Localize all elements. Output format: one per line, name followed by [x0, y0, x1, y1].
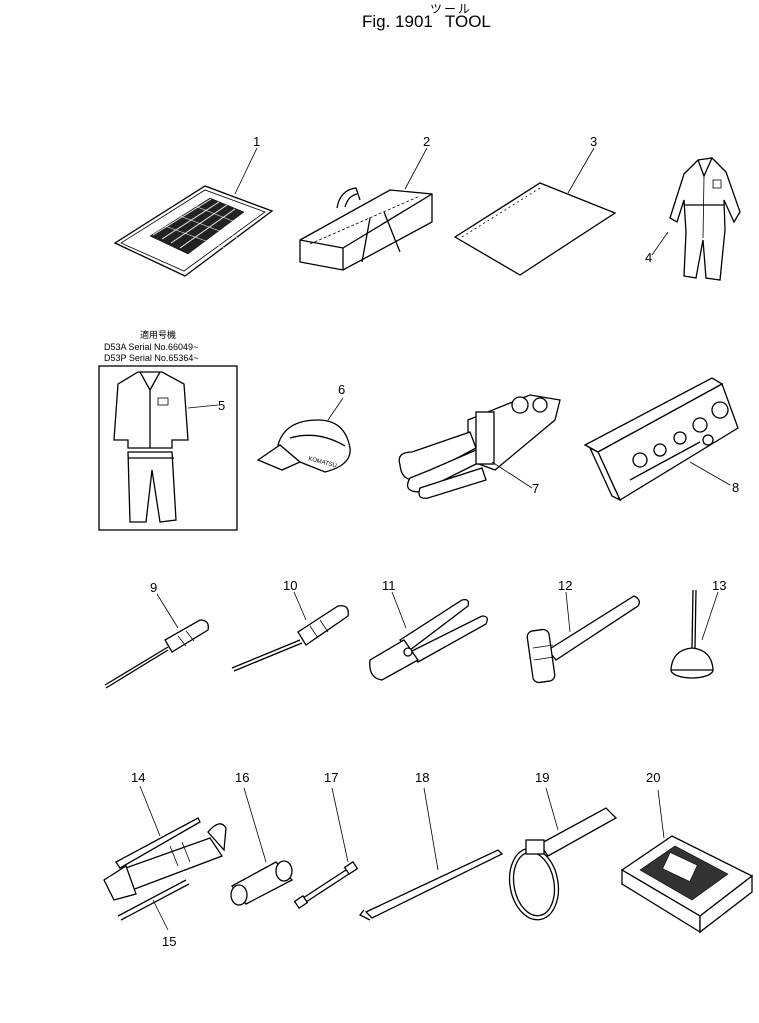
callout-17: 17: [324, 770, 338, 785]
part-16-socket[interactable]: [230, 860, 294, 906]
callout-2: 2: [423, 134, 430, 149]
callout-8: 8: [732, 480, 739, 495]
callout-15: 15: [162, 934, 176, 949]
callout-10: 10: [283, 578, 297, 593]
leader-7: [491, 461, 533, 489]
callout-16: 16: [235, 770, 249, 785]
japanese-title: ツール: [430, 2, 473, 16]
callout-5: 5: [218, 398, 225, 413]
callout-4: 4: [645, 250, 652, 265]
callout-6: 6: [338, 382, 345, 397]
leader-10: [293, 591, 307, 621]
part-4-coverall[interactable]: [669, 157, 741, 281]
leader-14: [139, 785, 161, 837]
part-9-screwdriver[interactable]: [104, 619, 209, 689]
callout-1: 1: [253, 134, 260, 149]
figure-number: Fig. 1901: [362, 12, 433, 31]
leader-17: [331, 787, 349, 863]
callout-11: 11: [382, 578, 396, 593]
part-7-wrench-set[interactable]: [398, 394, 561, 499]
note-d53p-serial: D53P Serial No.65364~: [104, 353, 199, 363]
leader-18: [423, 787, 439, 871]
part-11-pliers[interactable]: [369, 598, 488, 681]
leader-13: [701, 591, 719, 641]
leader-6: [327, 397, 344, 421]
leader-12: [565, 591, 571, 633]
part-19-filter-wrench[interactable]: [504, 807, 618, 924]
leader-20: [657, 789, 665, 839]
leader-9: [156, 593, 179, 629]
figure-title: Fig. 1901 TOOL: [362, 12, 491, 32]
leader-15: [152, 899, 169, 931]
note-d53a-serial: D53A Serial No.66049~: [104, 342, 198, 352]
leader-16: [243, 787, 267, 863]
part-15-extension-pipe[interactable]: [117, 879, 190, 921]
callout-20: 20: [646, 770, 660, 785]
callout-7: 7: [532, 481, 539, 496]
part-2-tool-bag[interactable]: [299, 187, 433, 271]
leader-2: [404, 147, 428, 190]
part-3-sheet[interactable]: [453, 182, 617, 276]
callout-12: 12: [558, 578, 572, 593]
leader-5: [187, 404, 219, 409]
part-14-grease-gun[interactable]: [103, 817, 227, 901]
part-1-chart-sheet[interactable]: [113, 185, 274, 277]
callout-19: 19: [535, 770, 549, 785]
callout-14: 14: [131, 770, 145, 785]
part-5-work-uniform[interactable]: [98, 365, 238, 531]
part-6-cap[interactable]: KOMATSU: [256, 419, 351, 473]
leader-1: [234, 147, 258, 195]
part-8-socket-set[interactable]: [583, 377, 739, 502]
note-japanese-label: 適用号機: [140, 329, 176, 340]
callout-18: 18: [415, 770, 429, 785]
part-13-oil-can[interactable]: [670, 589, 714, 679]
leader-3: [567, 147, 595, 194]
part-12-hammer[interactable]: [526, 595, 640, 684]
callout-3: 3: [590, 134, 597, 149]
figure-name: TOOL: [444, 12, 491, 31]
callout-9: 9: [150, 580, 157, 595]
part-17-extension-bar[interactable]: [293, 860, 359, 910]
callout-13: 13: [712, 578, 726, 593]
leader-11: [391, 591, 407, 629]
leader-4: [651, 231, 669, 256]
leader-8: [689, 461, 731, 486]
part-10-screwdriver[interactable]: [231, 605, 349, 672]
leader-19: [545, 787, 559, 831]
part-20-parts-box[interactable]: [620, 835, 754, 934]
part-18-bar[interactable]: [358, 849, 504, 921]
